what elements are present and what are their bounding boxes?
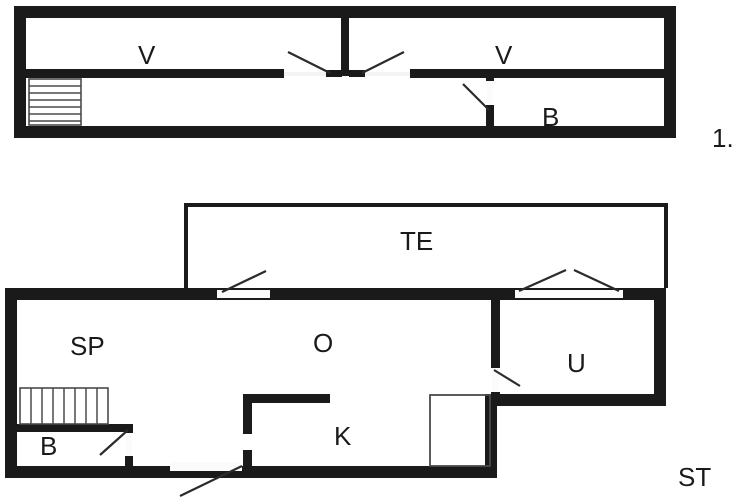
room-label-te: TE: [400, 226, 434, 256]
room-label-k: K: [334, 421, 352, 451]
terrace-door-swing: [221, 270, 267, 293]
kitchen-entry-wall-stub: [243, 450, 252, 472]
ground-bathroom-wall-top: [17, 424, 129, 432]
ground-bathroom-wall-right-bottom: [125, 456, 133, 466]
ground-door-gap-o-u: [492, 368, 499, 392]
ground-bathroom-wall-right-top: [125, 424, 133, 433]
ground-wall-o-u-lower: [491, 392, 500, 406]
upper-interior-wall-horizontal-right: [410, 69, 664, 78]
upper-door-swing-right: [361, 51, 405, 74]
ground-door-swing-o-u: [493, 369, 521, 387]
level-marker-ground: ST: [678, 462, 712, 492]
upper-door-jamb-right: [349, 70, 365, 77]
room-label-upper-v-left: V: [138, 40, 156, 70]
upper-bathroom-door-swing: [462, 83, 490, 111]
kitchen-counter-wall: [243, 394, 330, 434]
upper-door-threshold-right: [346, 72, 410, 76]
upper-door-threshold-left: [284, 72, 346, 76]
room-label-ground-b: B: [40, 431, 58, 461]
upper-bathroom-door-gap: [487, 81, 493, 105]
terrace-double-door-swing-left: [518, 268, 567, 293]
room-label-o: O: [313, 328, 334, 358]
ground-staircase: [19, 387, 109, 425]
terrace-door-gap-left: [217, 290, 270, 298]
terrace-outline: [184, 203, 668, 288]
upper-staircase-outline: [28, 78, 82, 126]
closet-outline: [429, 394, 491, 467]
ground-bathroom-door-swing: [99, 429, 129, 456]
room-label-u: U: [567, 348, 586, 378]
ground-wall-o-u-upper: [491, 300, 500, 368]
ground-floor-group: [5, 203, 668, 497]
entry-door-gap: [170, 462, 242, 471]
upper-floor-group: [14, 6, 676, 138]
ground-bathroom-door-gap: [126, 433, 132, 456]
room-label-upper-v-right: V: [495, 40, 513, 70]
upper-interior-wall-horizontal-left: [26, 69, 284, 78]
upper-bathroom-wall-top: [486, 69, 494, 81]
upper-door-swing-left: [287, 51, 331, 74]
upper-staircase: [28, 78, 82, 126]
upper-door-jamb-left: [326, 70, 342, 77]
entry-door-swing: [179, 465, 243, 497]
room-label-sp: SP: [70, 331, 105, 361]
room-label-upper-b: B: [542, 102, 560, 132]
terrace-door-gap-right: [515, 290, 623, 298]
upper-bathroom-wall-bottom: [486, 105, 494, 126]
upper-interior-wall-vertical: [341, 18, 349, 76]
terrace-double-door-swing-right: [573, 269, 620, 292]
level-marker-upper: 1.: [712, 123, 734, 153]
